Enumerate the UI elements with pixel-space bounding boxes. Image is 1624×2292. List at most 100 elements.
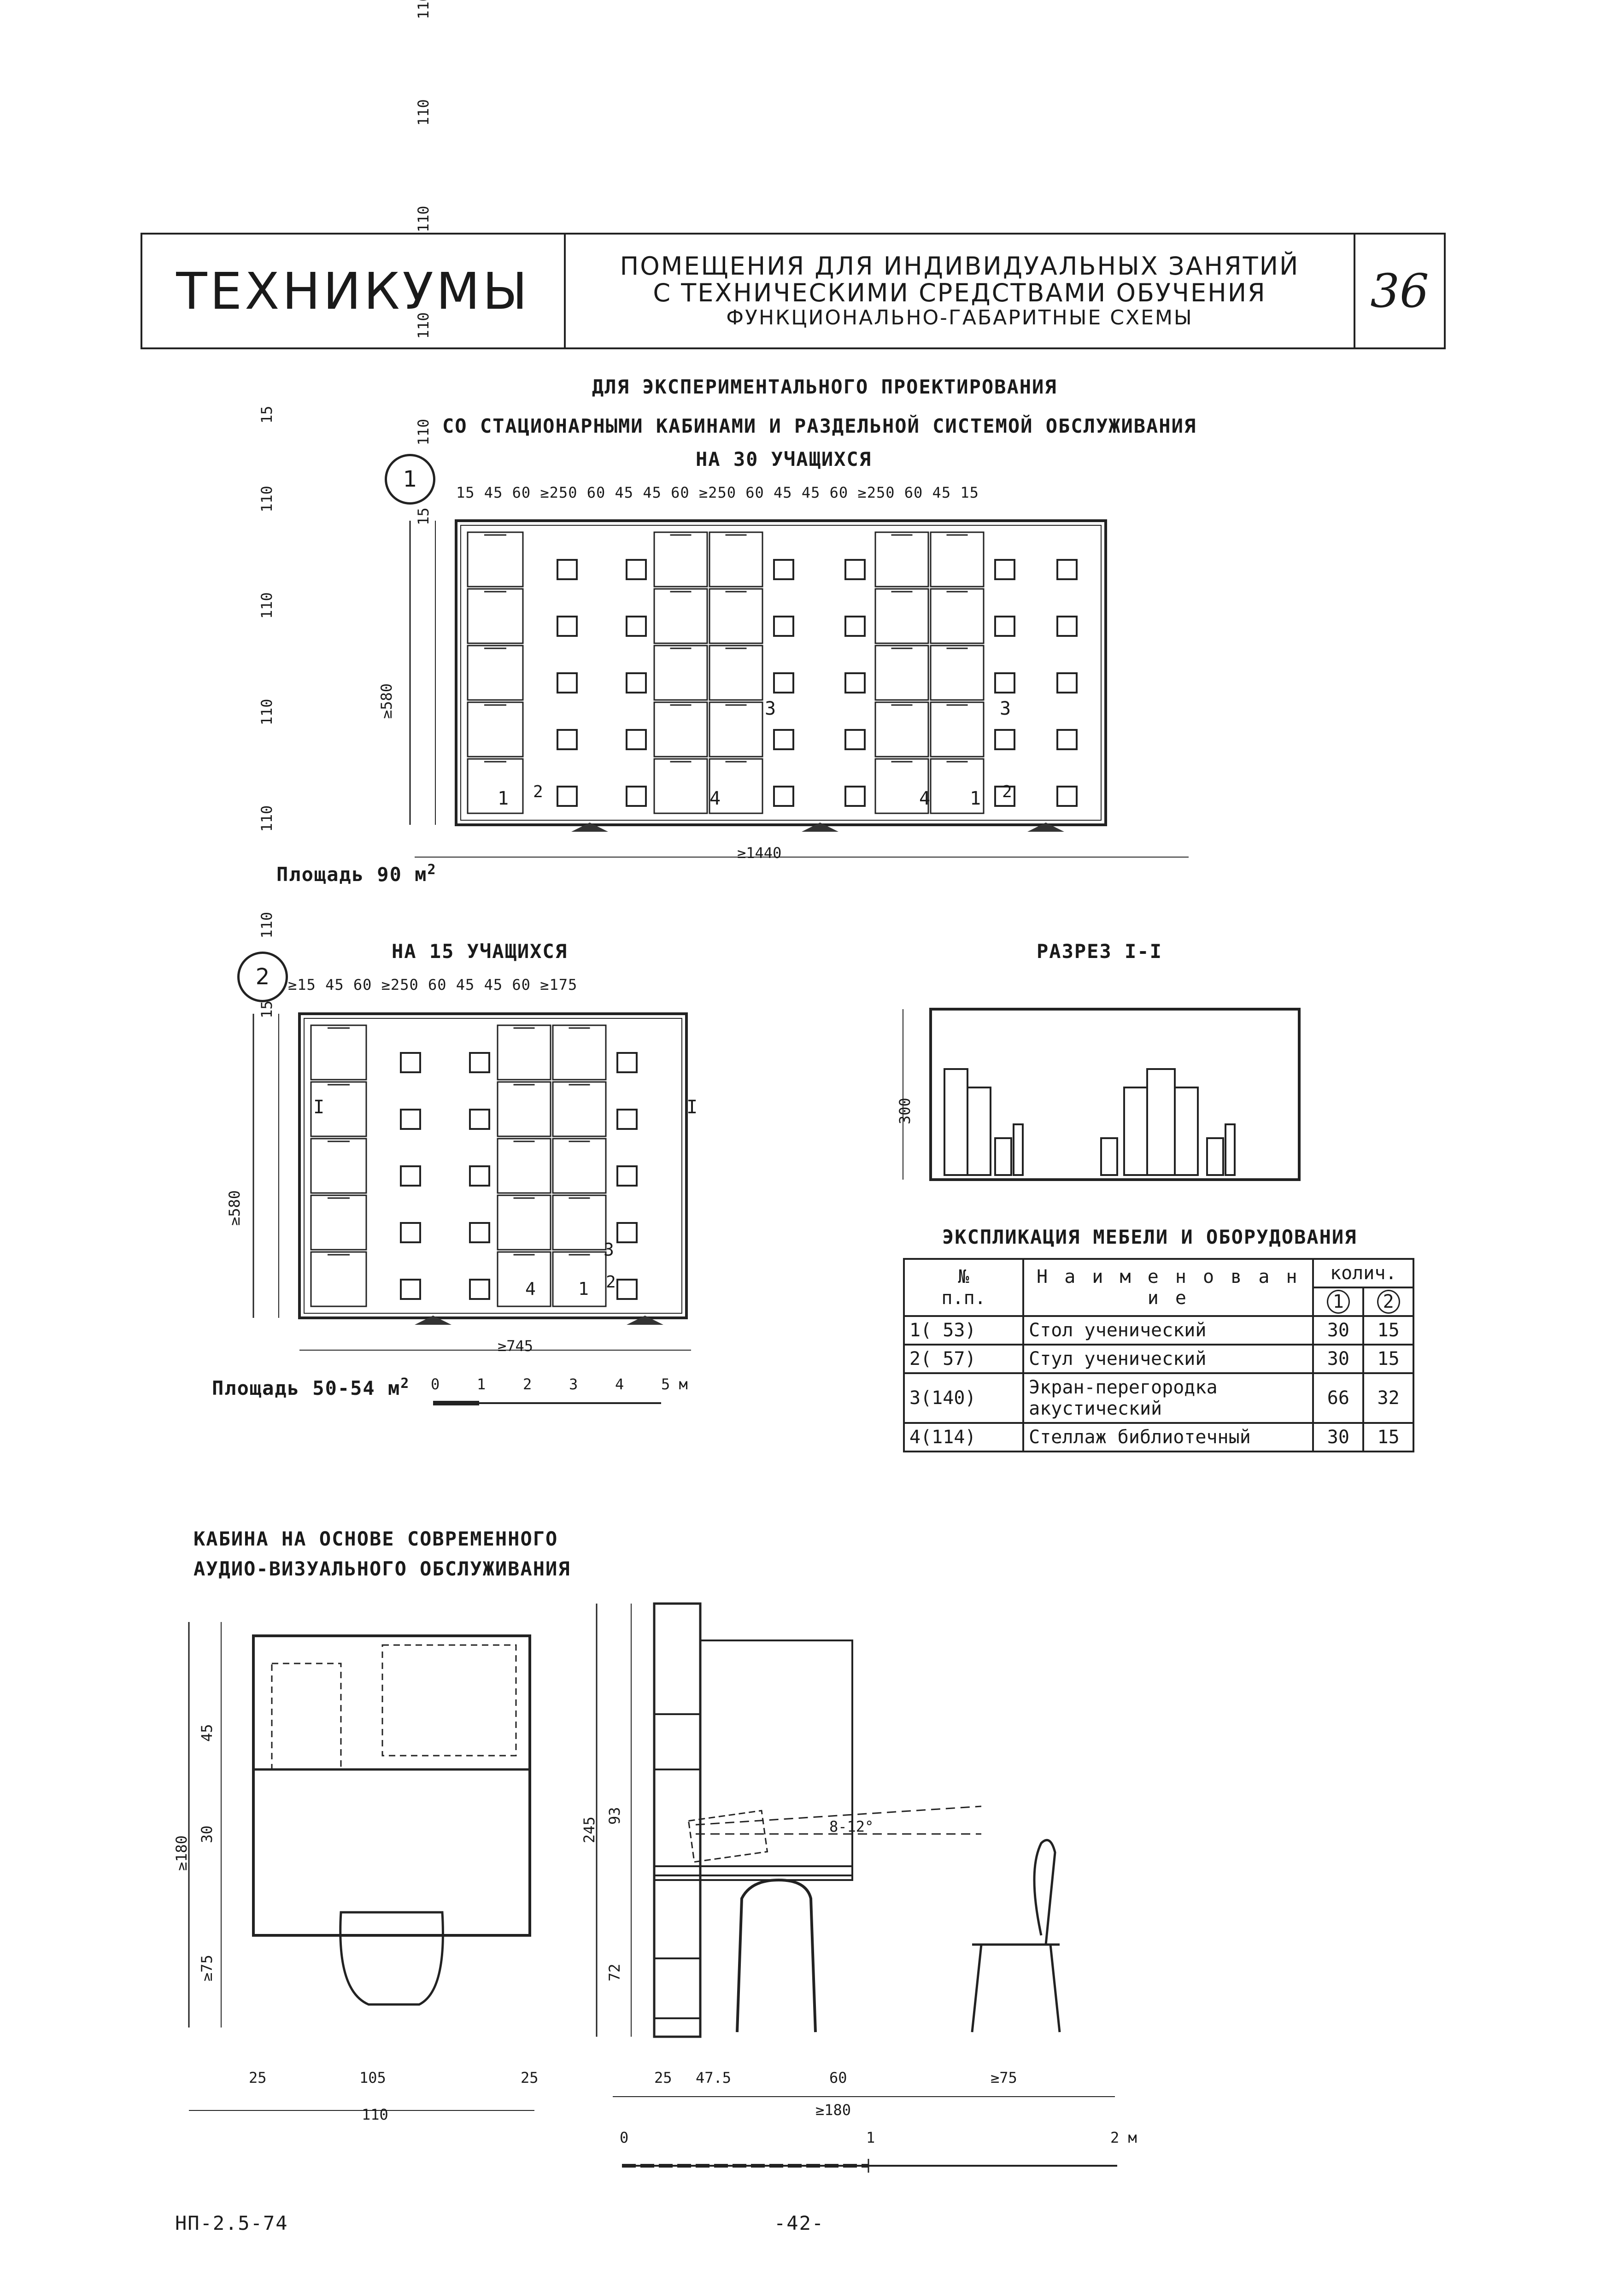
chair [616,1052,638,1073]
chair [616,1109,638,1130]
chair [616,1222,638,1243]
chair [773,616,794,637]
footer-code: НП-2.5-74 [175,2212,288,2234]
plan2-drawing [252,1012,691,1351]
chair [844,559,866,580]
shelf-cell [653,701,708,758]
scale2-tick-1: 1 [866,2129,875,2146]
chair [616,1279,638,1300]
chair [626,672,647,693]
plan2-label-shelf: 4 [525,1279,536,1299]
shelf-cell [930,645,985,701]
plan1-label-chair-2: 2 [1002,782,1012,801]
chair [400,1279,421,1300]
plan1-height-dim: ≥580 [378,683,395,719]
plan1-area: Площадь 90 м2 [276,862,437,886]
shelf-cell [497,1194,551,1251]
chair [616,1165,638,1187]
col-name-header: Н а и м е н о в а н и е [1022,1258,1314,1317]
scale2-tick-2: 2 м [1110,2129,1137,2146]
heading-plan2-capacity: НА 15 УЧАЩИХСЯ [392,940,568,963]
plan2-label-table: 1 [578,1279,589,1299]
section-title: ТЕХНИКУМЫ [142,235,566,347]
plan1-label-table-2: 1 [970,788,981,809]
shelf-cell [497,1081,551,1137]
chair [626,786,647,807]
sheet-title: ПОМЕЩЕНИЯ ДЛЯ ИНДИВИДУАЛЬНЫХ ЗАНЯТИЙ С Т… [566,235,1355,347]
chair [626,729,647,750]
chair [557,672,578,693]
plan1-number-circle: 1 [385,454,435,505]
chair [400,1165,421,1187]
shelf-cell [930,701,985,758]
plan2-left-dims: 15 110 110 110 110 110 15 [258,406,276,1018]
section-title: РАЗРЕЗ I-I [1037,940,1162,963]
chair [469,1052,490,1073]
chair [844,786,866,807]
cabin-angle-label: 8-12° [829,1818,874,1835]
shelf-cell [709,588,763,644]
shelf-cell [467,758,524,814]
table-row: 2( 57) Стул ученический 30 15 [903,1344,1414,1374]
plan1-top-dims: 15 45 60 ≥250 60 45 45 60 ≥250 60 45 45 … [456,484,979,501]
plan2-width-dim: ≥745 [498,1337,534,1355]
cabin-title-2: АУДИО-ВИЗУАЛЬНОГО ОБСЛУЖИВАНИЯ [193,1557,571,1580]
shelf-cell [930,758,985,814]
shelf-cell [467,701,524,758]
chair [773,729,794,750]
chair [469,1109,490,1130]
shelf-cell [709,701,763,758]
sheet-number: 36 [1370,264,1429,318]
scale1-tick-4: 4 [615,1375,624,1393]
cabin-elev-dim-93: 93 [606,1807,623,1825]
plan2-label-chair: 2 [606,1273,616,1292]
cabin-plan-dim-105: 105 [359,2069,386,2086]
chair [1056,729,1078,750]
cabin-elevation-drawing [596,1602,1115,2097]
shelf-cell [552,1138,607,1194]
cabin-plan-drawing [188,1622,534,2111]
chair [994,616,1015,637]
chair [400,1052,421,1073]
section-height-dim: 300 [896,1098,914,1124]
col-qty-2: 2 [1362,1287,1414,1317]
cabin-plan-dim-75: ≥75 [198,1955,216,1981]
chair [994,672,1015,693]
scale-bar-2 [622,2159,1117,2173]
shelf-cell [310,1194,367,1251]
plan1-left-dims: 15 110 110 110 110 110 15 [415,0,432,525]
shelf-cell [497,1251,551,1307]
cabin-elev-width: ≥180 [815,2101,851,2119]
chair [994,786,1015,807]
scale2-tick-0: 0 [620,2129,629,2146]
shelf-cell [930,531,985,588]
cabin-elev-dim-72: 72 [606,1963,623,1981]
chair [557,559,578,580]
cabin-elev-dim-60: 60 [829,2069,847,2086]
shelf-cell [874,758,929,814]
chair [994,729,1015,750]
sheet-title-line1: ПОМЕЩЕНИЯ ДЛЯ ИНДИВИДУАЛЬНЫХ ЗАНЯТИЙ [620,251,1300,281]
shelf-cell [653,588,708,644]
plan1-width-dim: ≥1440 [737,844,782,862]
section-mark-left: I [313,1097,325,1118]
cabin-plan-dim-25-right: 25 [521,2069,539,2086]
chair [773,559,794,580]
shelf-cell [552,1194,607,1251]
shelf-cell [874,588,929,644]
table-row: 1( 53) Стол ученический 30 15 [903,1315,1414,1346]
cabin-plan-width: 110 [362,2106,388,2123]
shelf-cell [310,1081,367,1137]
shelf-cell [467,645,524,701]
scale1-tick-0: 0 [431,1375,440,1393]
shelf-cell [467,531,524,588]
plan1-label-shelf: 4 [709,788,721,809]
scale-bar-1 [433,1401,661,1405]
cabin-elev-dim-75: ≥75 [991,2069,1017,2086]
chair [844,672,866,693]
shelf-cell [709,531,763,588]
chair [557,729,578,750]
chair [469,1279,490,1300]
shelf-cell [874,531,929,588]
